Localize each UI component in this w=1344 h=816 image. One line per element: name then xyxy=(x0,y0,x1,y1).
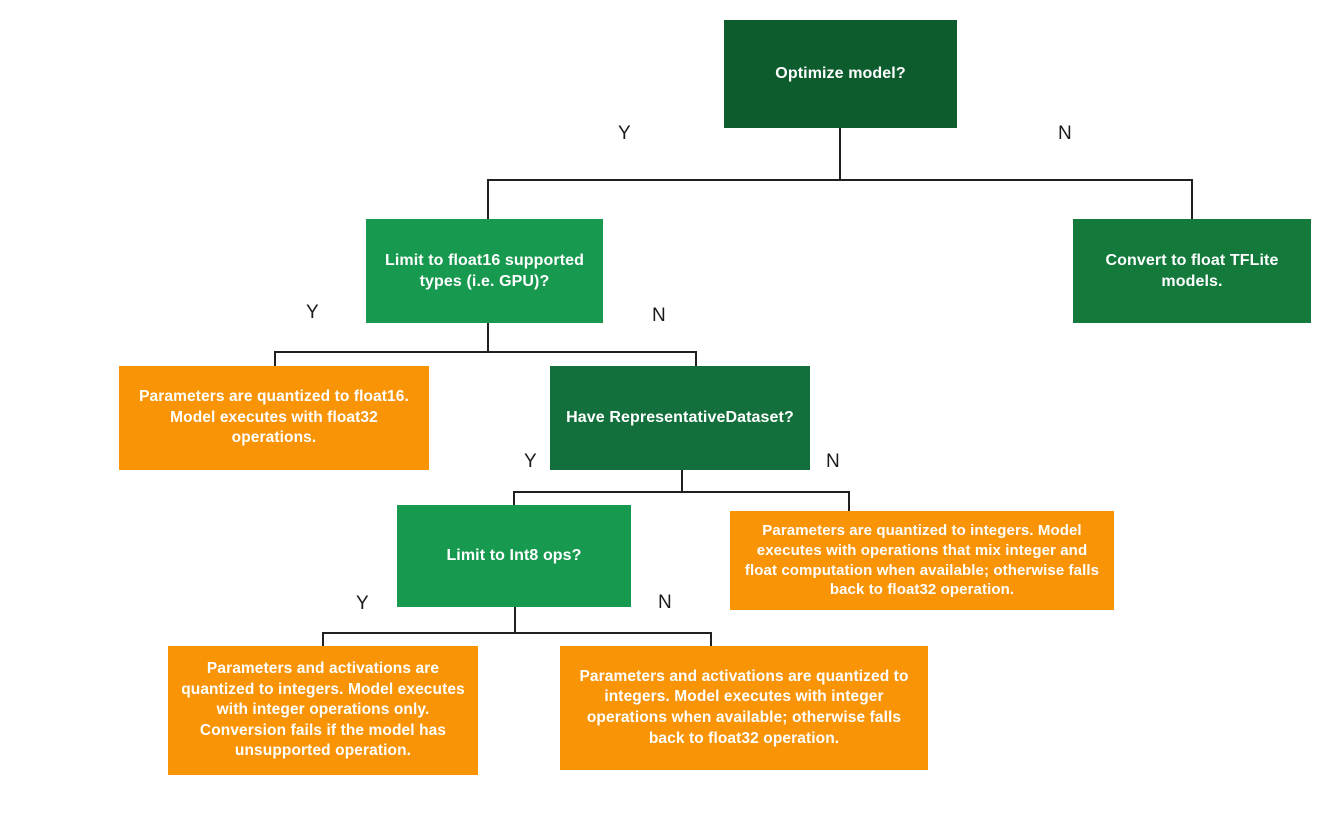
edge-level2-horizontal xyxy=(274,351,697,353)
edge-level4-no-down xyxy=(710,632,712,647)
node-limit-float16-types[interactable]: Limit to float16 supported types (i.e. G… xyxy=(366,219,603,323)
node-integer-fallback-result[interactable]: Parameters and activations are quantized… xyxy=(560,646,928,770)
branch-label-level4-no: N xyxy=(658,592,672,613)
edge-level3-yes-down xyxy=(513,491,515,506)
branch-label-level2-yes: Y xyxy=(306,302,319,323)
edge-level3-horizontal xyxy=(513,491,850,493)
edge-level3-no-down xyxy=(848,491,850,512)
branch-label-level1-no: N xyxy=(1058,123,1072,144)
edge-level1-yes-down xyxy=(487,179,489,220)
edge-level2-yes-down xyxy=(274,351,276,367)
node-convert-to-float-tflite[interactable]: Convert to float TFLite models. xyxy=(1073,219,1311,323)
edge-level1-no-down xyxy=(1191,179,1193,220)
node-integer-only-result[interactable]: Parameters and activations are quantized… xyxy=(168,646,478,775)
edge-level4-yes-down xyxy=(322,632,324,647)
branch-label-level3-yes: Y xyxy=(524,451,537,472)
branch-label-level2-no: N xyxy=(652,305,666,326)
node-optimize-model[interactable]: Optimize model? xyxy=(724,20,957,128)
edge-level1-horizontal xyxy=(487,179,1193,181)
edge-root-down xyxy=(839,128,841,180)
branch-label-level3-no: N xyxy=(826,451,840,472)
node-have-representative-dataset[interactable]: Have RepresentativeDataset? xyxy=(550,366,810,470)
node-mixed-integer-float-result[interactable]: Parameters are quantized to integers. Mo… xyxy=(730,511,1114,610)
node-limit-int8-ops[interactable]: Limit to Int8 ops? xyxy=(397,505,631,607)
edge-havedataset-down xyxy=(681,470,683,492)
branch-label-level1-yes: Y xyxy=(618,123,631,144)
edge-int8ops-down xyxy=(514,607,516,633)
node-float16-quantization-result[interactable]: Parameters are quantized to float16. Mod… xyxy=(119,366,429,470)
branch-label-level4-yes: Y xyxy=(356,593,369,614)
edge-float16types-down xyxy=(487,323,489,352)
edge-level4-horizontal xyxy=(322,632,712,634)
edge-level2-no-down xyxy=(695,351,697,367)
